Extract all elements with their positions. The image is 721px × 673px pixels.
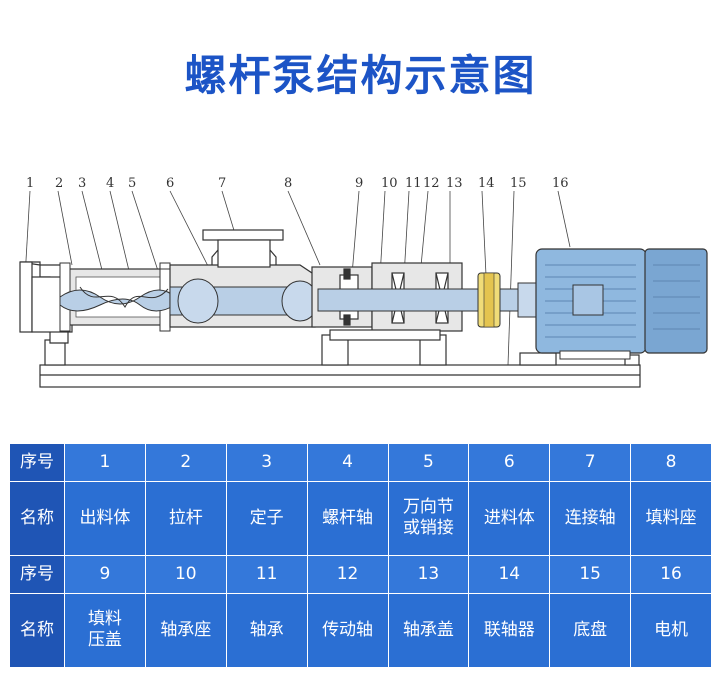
- table-cell: 14: [468, 554, 551, 594]
- screw-pump-drawing: 1 2 3 4 5 6 7 8 9 10 11 12 13 14 15 16: [19, 176, 708, 388]
- table-row: 名称 填料 压盖 轴承座 轴承 传动轴 轴承盖 联轴器 底盘 电机: [9, 592, 712, 669]
- callout-3: 3: [78, 176, 86, 191]
- table-row: 名称 出料体 拉杆 定子 螺杆轴 万向节 或销接 进料体 连接轴 填料座: [9, 480, 712, 556]
- table-cell: 2: [144, 443, 227, 482]
- table-cell: 连接轴: [549, 480, 632, 556]
- table-cell: 8: [630, 443, 712, 482]
- universal-joint: [169, 278, 321, 324]
- table-cell: 13: [387, 554, 470, 594]
- table-cell: 轴承座: [144, 592, 227, 669]
- callout-7: 7: [218, 176, 226, 191]
- outlet-body: [19, 261, 73, 344]
- table-cell: 11: [225, 554, 308, 594]
- coupling: [477, 272, 501, 328]
- table-row: 序号 1 2 3 4 5 6 7 8: [9, 443, 712, 482]
- table-cell: 10: [144, 554, 227, 594]
- table-cell: 1: [64, 443, 146, 482]
- table-cell: 5: [387, 443, 470, 482]
- table-cell: 填料座: [630, 480, 712, 556]
- parts-table: 序号 1 2 3 4 5 6 7 8 名称 出料体 拉杆 定子 螺杆轴 万向节 …: [9, 443, 712, 669]
- callout-2: 2: [55, 176, 63, 191]
- row-header: 名称: [9, 592, 65, 669]
- callout-14: 14: [478, 176, 495, 191]
- table-cell: 底盘: [549, 592, 632, 669]
- table-cell: 电机: [630, 592, 712, 669]
- callout-10: 10: [381, 176, 398, 191]
- table-cell: 万向节 或销接: [387, 480, 470, 556]
- callout-4: 4: [106, 176, 114, 191]
- table-row: 序号 9 10 11 12 13 14 15 16: [9, 554, 712, 594]
- callout-5: 5: [128, 176, 136, 191]
- table-cell: 轴承盖: [387, 592, 470, 669]
- row-header: 序号: [9, 443, 65, 482]
- diagram-title: 螺杆泵结构示意图: [184, 51, 537, 100]
- table-cell: 16: [630, 554, 712, 594]
- table-cell: 轴承: [225, 592, 308, 669]
- callout-16: 16: [552, 176, 569, 191]
- base-frame: [39, 334, 641, 388]
- table-cell: 出料体: [64, 480, 146, 556]
- callout-9: 9: [355, 176, 363, 191]
- row-header: 序号: [9, 554, 65, 594]
- table-cell: 定子: [225, 480, 308, 556]
- table-cell: 进料体: [468, 480, 551, 556]
- motor: [517, 248, 708, 360]
- callout-12: 12: [423, 176, 440, 191]
- table-cell: 联轴器: [468, 592, 551, 669]
- callout-15: 15: [510, 176, 527, 191]
- callout-labels: 1 2 3 4 5 6 7 8 9 10 11 12 13 14 15 16: [26, 176, 569, 191]
- table-cell: 15: [549, 554, 632, 594]
- table-cell: 螺杆轴: [306, 480, 389, 556]
- callout-13: 13: [446, 176, 463, 191]
- callout-11: 11: [405, 176, 422, 191]
- table-cell: 7: [549, 443, 632, 482]
- table-cell: 填料 压盖: [64, 592, 146, 669]
- table-cell: 传动轴: [306, 592, 389, 669]
- table-cell: 3: [225, 443, 308, 482]
- table-cell: 拉杆: [144, 480, 227, 556]
- callout-8: 8: [284, 176, 292, 191]
- table-cell: 4: [306, 443, 389, 482]
- row-header: 名称: [9, 480, 65, 556]
- callout-6: 6: [166, 176, 174, 191]
- table-cell: 9: [64, 554, 146, 594]
- table-cell: 6: [468, 443, 551, 482]
- table-cell: 12: [306, 554, 389, 594]
- callout-1: 1: [26, 176, 34, 191]
